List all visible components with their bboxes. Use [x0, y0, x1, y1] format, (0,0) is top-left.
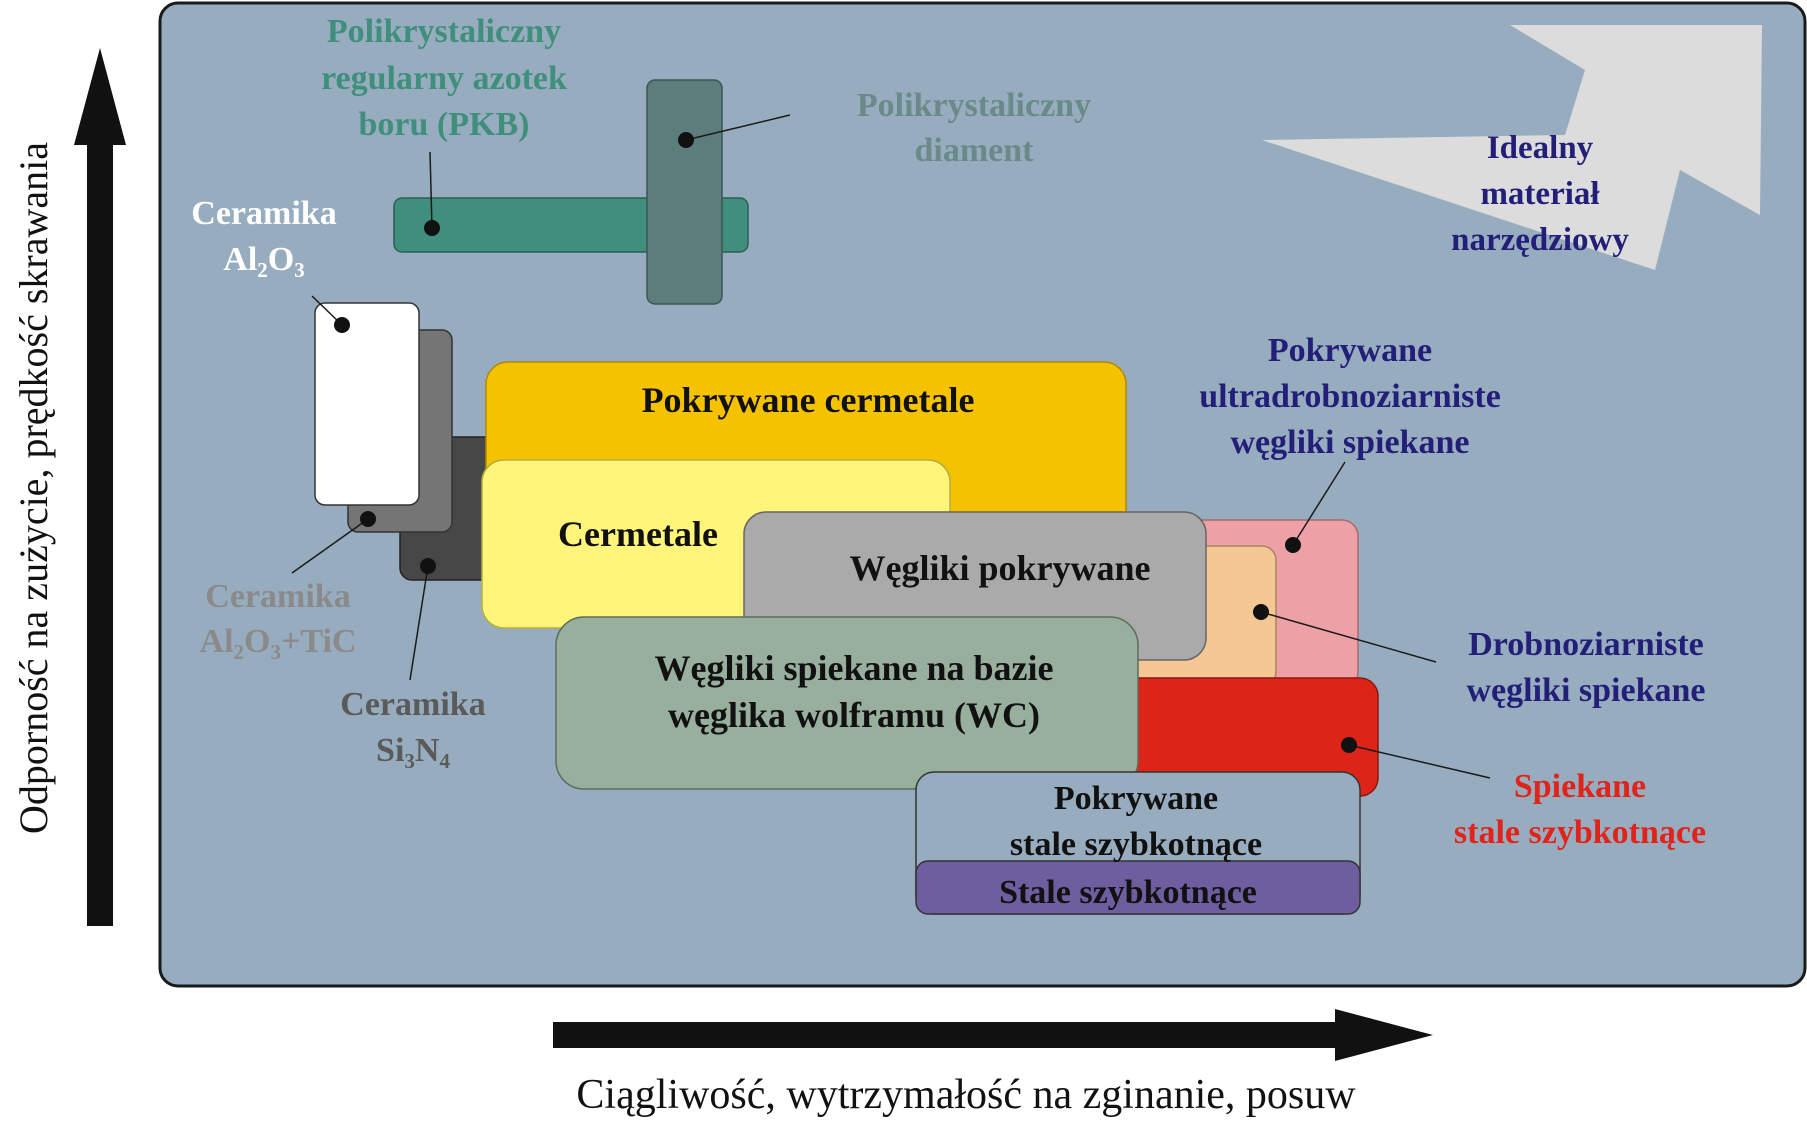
pkb-label-line1: Polikrystaliczny [327, 13, 561, 50]
ultrafine-leader [1292, 461, 1346, 546]
wc-label-line2: węglika wolframu (WC) [668, 695, 1040, 735]
ultrafine-label-line1: Pokrywane [1268, 332, 1432, 369]
sintered-hss-leader [1348, 744, 1491, 779]
wc-label-line1: Węgliki spiekane na bazie [654, 648, 1053, 688]
ceramic-si3n4-dot [420, 558, 436, 574]
pkb-dot [424, 220, 440, 236]
coated-hss-label-line1: Pokrywane [1054, 780, 1218, 817]
ceramic-al2o3tic-word: Ceramika [205, 578, 350, 615]
ceramic-si3n4-word: Ceramika [340, 686, 485, 723]
diamond-label-line2: diament [915, 132, 1035, 169]
fine-dot [1253, 604, 1269, 620]
ceramic-si3n4-formula: Si3N4 [376, 732, 450, 773]
diamond-label-line1: Polikrystaliczny [857, 87, 1091, 124]
y-axis-arrow-head [74, 48, 126, 145]
sintered-hss-label-line2: stale szybkotnące [1454, 814, 1706, 851]
x-axis-arrow-shaft [553, 1022, 1343, 1048]
coated-carbides-label: Węgliki pokrywane [849, 548, 1150, 588]
coated-cermets-label: Pokrywane cermetale [642, 380, 975, 420]
ideal-material-arrow [1262, 25, 1762, 270]
fine-leader [1260, 611, 1437, 663]
diamond-dot [678, 132, 694, 148]
sintered-hss-dot [1341, 737, 1357, 753]
hss-label: Stale szybkotnące [999, 874, 1257, 911]
wc-carbides-box [555, 616, 1139, 790]
x-axis-label: Ciągliwość, wytrzymałość na zginanie, po… [576, 1072, 1356, 1118]
coated-hss-label-line2: stale szybkotnące [1010, 826, 1262, 863]
pkb-label-line2: regularny azotek [321, 60, 567, 97]
cermets-label: Cermetale [558, 514, 718, 554]
ceramic-al2o3-dot [334, 317, 350, 333]
diamond-bar [646, 79, 723, 305]
y-axis-label: Odporność na zużycie, prędkość skrawania [11, 142, 56, 834]
x-axis-arrow-head [1335, 1009, 1433, 1061]
hss-box [915, 860, 1361, 915]
ceramic-al2o3tic-leader [291, 518, 369, 574]
ideal-label-line2: materiał [1480, 176, 1599, 212]
fine-label-line2: węgliki spiekane [1467, 672, 1706, 709]
ceramic-al2o3-formula: Al2O3 [223, 241, 304, 282]
pkb-label-line3: boru (PKB) [359, 106, 530, 143]
ultrafine-dot [1285, 537, 1301, 553]
ideal-label-line1: Idealny [1487, 130, 1594, 166]
ceramic-al2o3-word: Ceramika [191, 195, 336, 232]
diamond-leader [685, 114, 791, 141]
ceramic-al2o3tic-formula: Al2O3+TiC [200, 623, 357, 664]
fine-label-line1: Drobnoziarniste [1468, 626, 1703, 663]
ideal-label-line3: narzędziowy [1451, 222, 1629, 258]
ceramic-si3n4-leader [409, 565, 429, 681]
pkb-leader [429, 151, 433, 229]
sintered-hss-label-line1: Spiekane [1514, 768, 1646, 805]
y-axis-arrow-shaft [87, 140, 113, 926]
ultrafine-label-line2: ultradrobnoziarniste [1199, 378, 1501, 415]
ceramic-al2o3-card [314, 302, 420, 506]
ceramic-al2o3tic-dot [360, 511, 376, 527]
ultrafine-label-line3: węgliki spiekane [1231, 424, 1470, 461]
